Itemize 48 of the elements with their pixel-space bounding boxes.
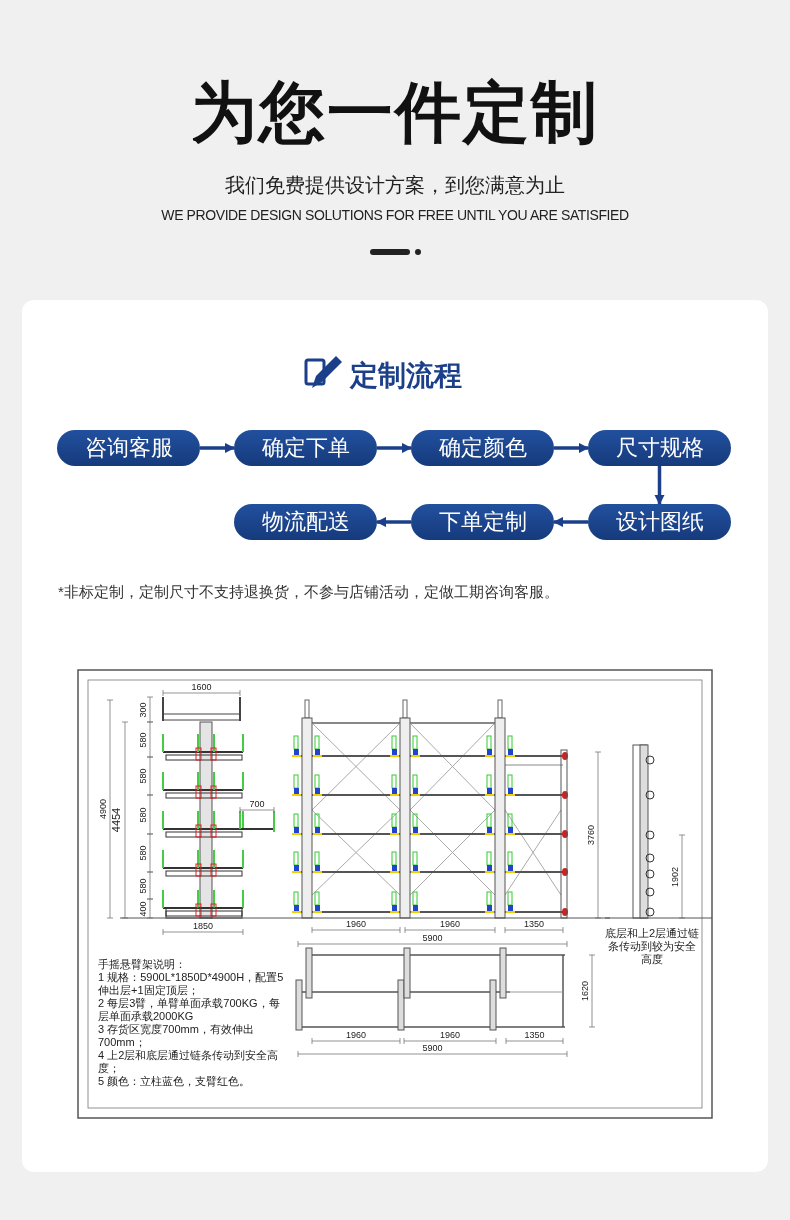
arrow xyxy=(654,466,665,506)
dimension-label: 4900 xyxy=(98,799,108,819)
step-pill: 下单定制 xyxy=(411,504,554,540)
dimension-label: 580 xyxy=(138,845,148,861)
dimension-label: 1960 xyxy=(346,1031,366,1040)
note-line: 3 存货区宽度700mm，有效伸出700mm； xyxy=(98,1023,255,1049)
footnote: *非标定制，定制尺寸不支持退换货，不参与店铺活动，定做工期咨询客服。 xyxy=(58,583,559,602)
step-pill: 确定下单 xyxy=(234,430,377,466)
arrow xyxy=(552,516,588,528)
dimension-label: 1620 xyxy=(580,981,590,1001)
dimension-label: 700 xyxy=(249,800,265,809)
step-pill: 确定颜色 xyxy=(411,430,554,466)
dimension-label: 580 xyxy=(138,807,148,822)
dimension-label: 3760 xyxy=(586,825,596,845)
dimension-label: 1850 xyxy=(193,922,213,931)
note-line: 1 规格：5900L*1850D*4900H，配置5伸出层+1固定顶层； xyxy=(98,971,285,997)
subtitle: WE PROVIDE DESIGN SOLUTIONS FOR FREE UNTIL YOU ARE SATISFIED xyxy=(161,207,629,223)
subtitle: 我们免费提供设计方案，到您满意为止 xyxy=(225,173,565,198)
note-line: 4 上2层和底层通过链条传动到安全高度； xyxy=(98,1049,280,1075)
step-pill: 尺寸规格 xyxy=(588,430,731,466)
note-line: 2 每层3臂，单臂单面承载700KG，每层单面承载2000KG xyxy=(98,997,281,1023)
arrow xyxy=(554,442,590,454)
dimension-label: 1350 xyxy=(524,920,544,929)
note-line: 5 颜色：立柱蓝色，支臂红色。 xyxy=(98,1075,252,1088)
dimension-label: 300 xyxy=(138,702,148,717)
dimension-label: 5900 xyxy=(422,1044,443,1053)
section-heading: 定制流程 xyxy=(350,359,462,393)
dimension-label: 1960 xyxy=(440,1031,460,1040)
arrow xyxy=(200,442,236,454)
dimension-label: 400 xyxy=(138,901,148,916)
side-note: 底层和上2层通过链条传动到较为安全高度 xyxy=(604,927,700,966)
step-pill: 设计图纸 xyxy=(588,504,731,540)
dimension-label: 580 xyxy=(138,732,148,747)
dimension-label: 580 xyxy=(138,878,148,893)
step-pill: 咨询客服 xyxy=(57,430,200,466)
dimension-label: 1902 xyxy=(670,866,680,887)
dimension-label: 1350 xyxy=(524,1031,545,1040)
arrow xyxy=(375,516,411,528)
dimension-label: 5900 xyxy=(422,934,443,943)
dimension-label: 1960 xyxy=(346,920,366,929)
arrow xyxy=(377,442,413,454)
dimension-label: 4454 xyxy=(110,807,122,833)
dimension-label: 1600 xyxy=(191,683,212,692)
notes-heading: 手摇悬臂架说明： xyxy=(98,958,187,971)
step-pill: 物流配送 xyxy=(234,504,377,540)
dimension-label: 580 xyxy=(138,768,148,784)
page-title: 为您一件定制 xyxy=(191,74,599,151)
dimension-label: 1960 xyxy=(440,920,460,929)
